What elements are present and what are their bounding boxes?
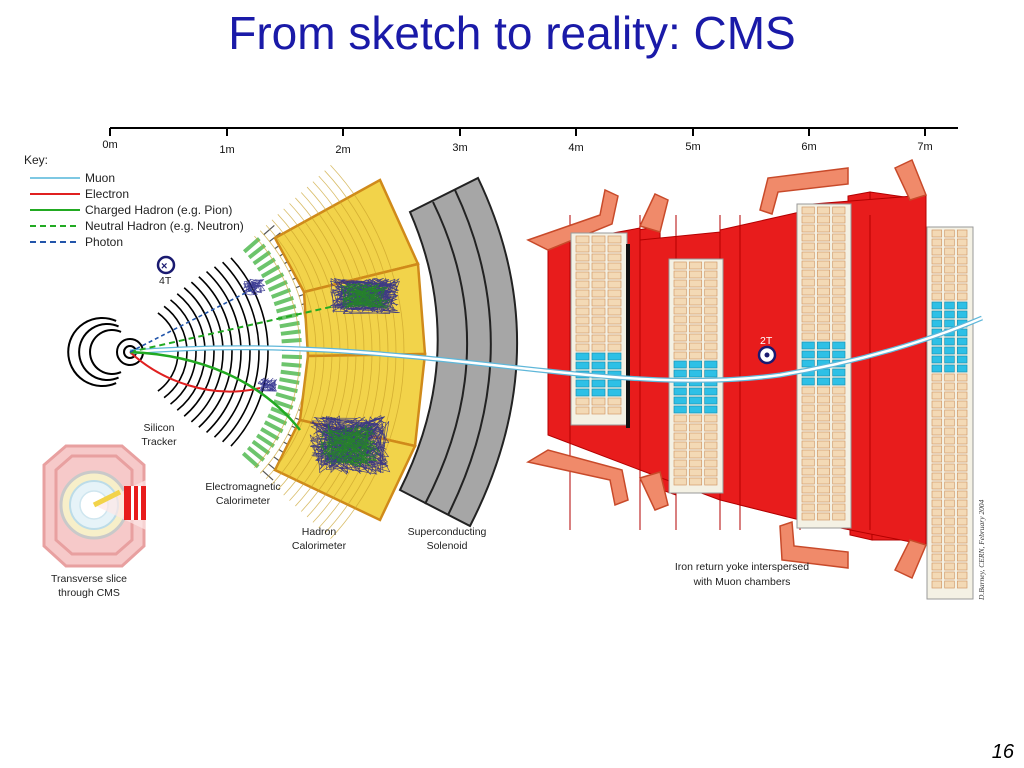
legend-item-label: Muon <box>85 171 115 185</box>
scale-tick-label: 3m <box>452 142 467 154</box>
scale-tick-label: 1m <box>219 144 234 156</box>
scale-tick-label: 2m <box>335 144 350 156</box>
scale-tick-label: 5m <box>685 141 700 153</box>
scale-bar: 0m 1m 2m 3m 4m 5m 6m 7m <box>102 127 958 156</box>
hcal-label-1: Hadron <box>302 526 337 538</box>
field-label-4t: 4T <box>159 275 172 287</box>
solenoid <box>398 176 518 528</box>
svg-text:×: × <box>161 261 167 273</box>
legend-item-label: Neutral Hadron (e.g. Neutron) <box>85 219 244 233</box>
legend-item-label: Photon <box>85 235 123 249</box>
yoke-label-2: with Muon chambers <box>693 576 791 588</box>
hcal-label-2: Calorimeter <box>292 540 347 552</box>
page-title: From sketch to reality: CMS <box>228 7 796 59</box>
field-label-2t: 2T <box>760 335 773 347</box>
credit-text: D.Barney, CERN, February 2004 <box>977 499 986 601</box>
energy-deposits <box>242 277 400 475</box>
silicon-tracker <box>67 257 269 447</box>
field-symbol-2t: 2T <box>757 335 777 365</box>
field-symbol-4t: × 4T <box>156 255 176 287</box>
slice-label-2: through CMS <box>58 587 120 599</box>
legend-heading: Key: <box>24 153 48 167</box>
scale-tick-label: 7m <box>917 141 932 153</box>
ecal-label-2: Calorimeter <box>216 495 271 507</box>
particle-tracks <box>129 287 983 431</box>
slice-label-1: Transverse slice <box>51 573 127 585</box>
legend-item-label: Charged Hadron (e.g. Pion) <box>85 203 232 217</box>
ecal-label-1: Electromagnetic <box>205 481 280 493</box>
solenoid-label-2: Solenoid <box>427 540 468 552</box>
yoke-label-1: Iron return yoke interspersed <box>675 561 809 573</box>
scale-tick-label: 0m <box>102 139 117 151</box>
muon-chambers <box>570 203 974 600</box>
component-labels: Silicon Tracker Electromagnetic Calorime… <box>51 422 986 601</box>
tracker-label-2: Tracker <box>141 436 177 448</box>
scale-tick-label: 4m <box>568 142 583 154</box>
tracker-label-1: Silicon <box>144 422 175 434</box>
solenoid-label-1: Superconducting <box>408 526 487 538</box>
legend-item-label: Electron <box>85 187 129 201</box>
scale-tick-label: 6m <box>801 141 816 153</box>
page-number: 16 <box>991 741 1014 763</box>
transverse-slice-thumbnail <box>42 444 146 568</box>
